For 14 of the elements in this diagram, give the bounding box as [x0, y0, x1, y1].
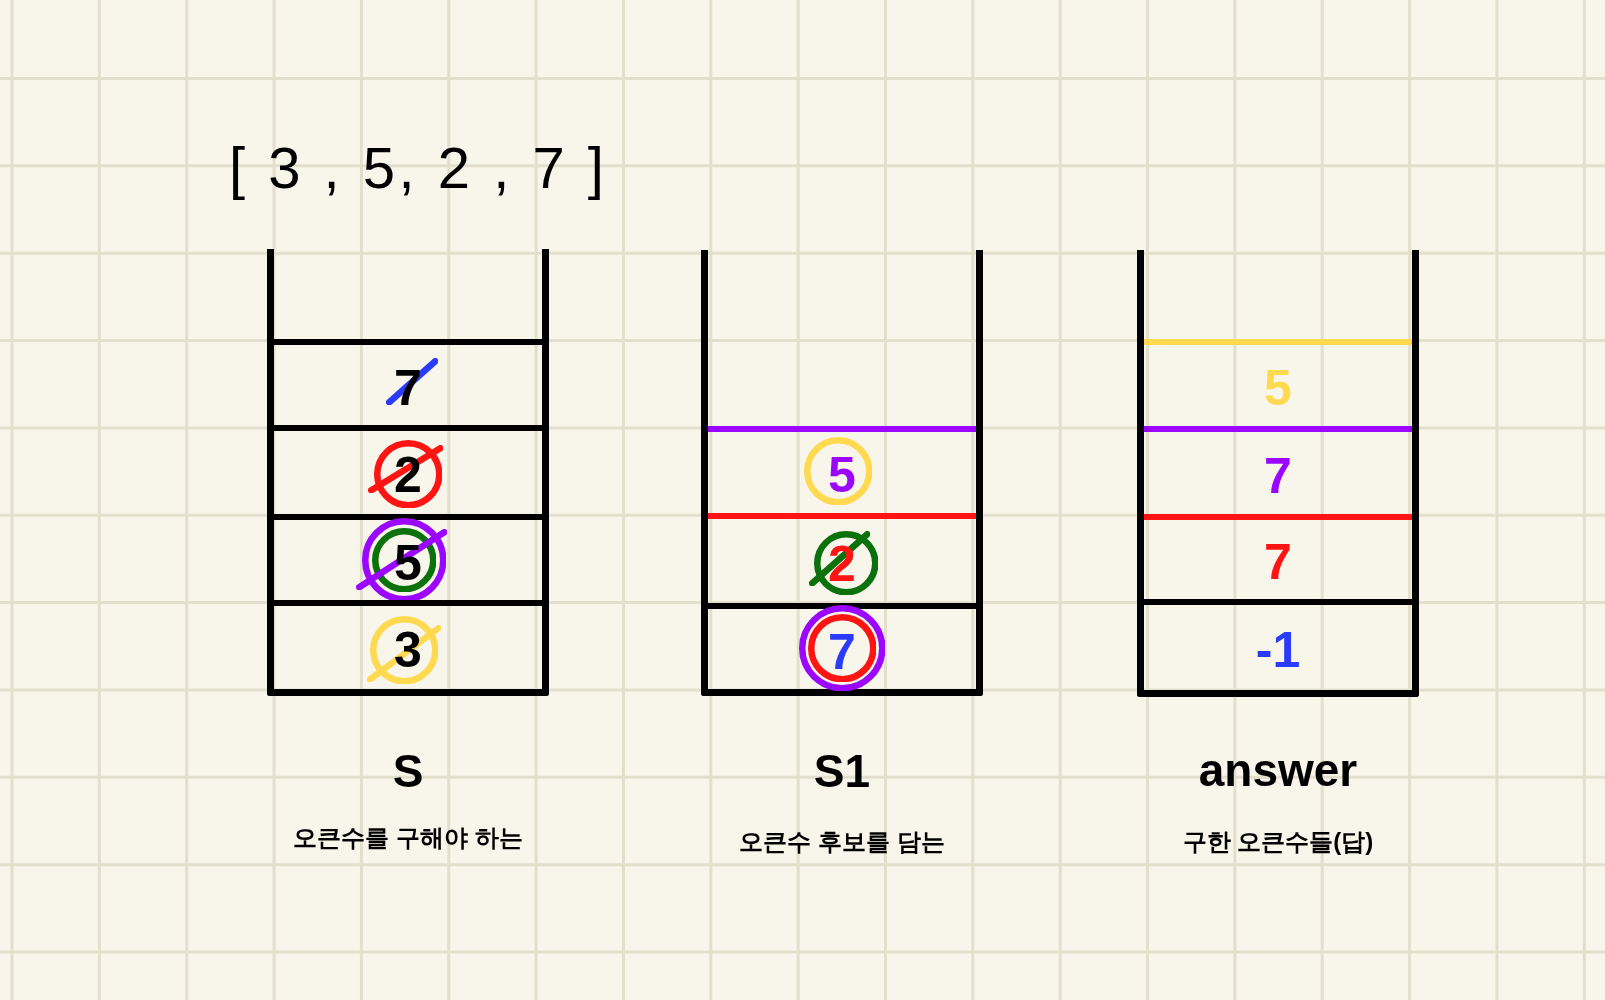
stack-name: S — [392, 748, 424, 795]
stack-value: 5 — [828, 450, 856, 500]
stack-slot — [708, 603, 976, 689]
stack-value: 7 — [1264, 537, 1292, 587]
stack-caption: 오큰수 후보를 담는 — [739, 830, 945, 855]
stack-caption: 구한 오큰수들(답) — [1182, 830, 1374, 855]
stack-name: answer — [1198, 747, 1358, 794]
stack-value: -1 — [1255, 625, 1301, 675]
stack-value: 7 — [828, 626, 856, 677]
stack-name: S1 — [813, 748, 871, 795]
stack-value: 5 — [1264, 363, 1292, 413]
stack-slot — [274, 514, 542, 600]
stack-value: 7 — [1264, 450, 1292, 501]
stack-caption: 오큰수를 구해야 하는 — [293, 826, 523, 851]
